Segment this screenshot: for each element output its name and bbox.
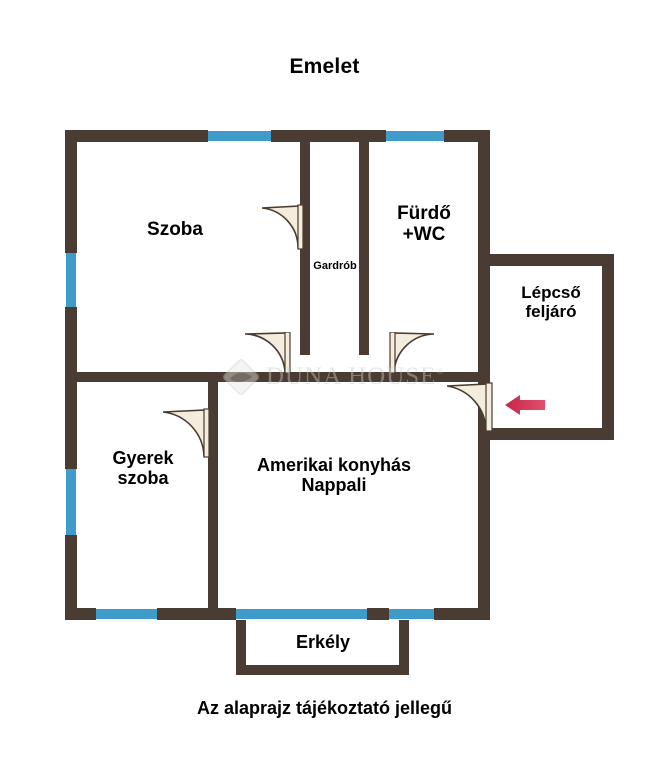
room-label-szoba: Szoba <box>147 219 203 240</box>
room-label-lepcso-feljaro: Lépcső feljáró <box>521 283 581 322</box>
wall-interior-horizontal <box>65 372 490 382</box>
page-title: Emelet <box>289 55 360 78</box>
door-gyerek-szoba <box>163 408 210 458</box>
wall-stair-top <box>490 254 614 266</box>
window-left-1 <box>66 253 76 307</box>
wall-bottom-mid-1 <box>157 608 236 620</box>
wall-left-upper <box>65 130 77 253</box>
wall-right-upper <box>478 130 490 261</box>
window-bottom-1 <box>96 609 157 619</box>
wall-left-lower <box>65 535 77 620</box>
door-szoba-gardrob <box>262 204 304 250</box>
wall-interior-szoba-gardrob <box>300 142 310 355</box>
room-label-gardrob: Gardrób <box>313 260 357 272</box>
wall-bottom-mid-2 <box>367 608 389 620</box>
wall-stair-bottom <box>490 428 614 440</box>
wall-stair-right <box>602 254 614 440</box>
room-label-gyerek-szoba: Gyerek szoba <box>112 448 174 489</box>
room-label-nappali: Amerikai konyhás Nappali <box>256 455 412 496</box>
wall-right-mid <box>478 261 490 375</box>
window-top-1 <box>208 131 271 141</box>
window-top-2 <box>386 131 444 141</box>
door-furdo-wc <box>389 332 435 374</box>
wall-interior-gardrob-furdo <box>359 142 369 355</box>
wall-top-left <box>65 130 208 142</box>
wall-balcony-right <box>399 620 409 675</box>
wall-balcony-bottom <box>236 665 409 675</box>
window-bottom-2 <box>236 609 367 619</box>
wall-bottom-left <box>65 608 96 620</box>
entrance-arrow-icon <box>505 395 545 415</box>
plan-disclaimer-caption: Az alaprajz tájékoztató jellegű <box>196 698 453 718</box>
wall-interior-gyerek-nappali <box>208 372 218 620</box>
wall-left-mid <box>65 307 77 469</box>
window-left-2 <box>66 469 76 535</box>
window-bottom-3 <box>389 609 434 619</box>
wall-balcony-left <box>236 620 246 675</box>
room-label-erkely: Erkély <box>295 632 351 652</box>
wall-top-mid <box>271 130 386 142</box>
wall-bottom-right <box>434 608 490 620</box>
wall-right-lower <box>478 375 490 620</box>
door-entrance <box>447 382 493 432</box>
door-szoba-nappali <box>244 332 291 374</box>
room-label-furdo-wc: Fürdő +WC <box>397 203 451 246</box>
